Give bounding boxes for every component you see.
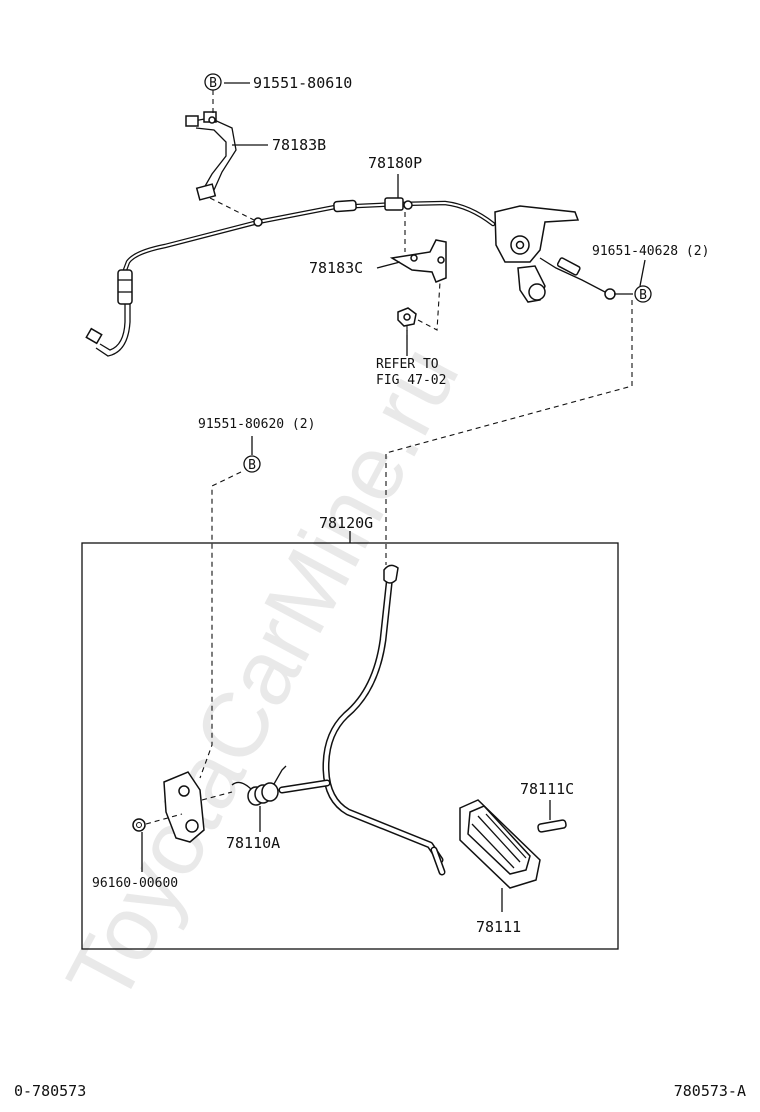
label-78183C: 78183C	[309, 259, 363, 277]
label-78111C: 78111C	[520, 780, 574, 798]
pedal-assembly-78120G	[81, 471, 619, 950]
footer-right-code: 780573-A	[674, 1082, 746, 1100]
label-78111: 78111	[476, 918, 521, 936]
label-78180P: 78180P	[368, 154, 422, 172]
label-91551-80620: 91551-80620 (2)	[198, 417, 315, 432]
label-91651-40628: 91651-40628 (2)	[592, 244, 709, 259]
nut-fastener	[397, 307, 417, 327]
marker-b-3: B	[243, 455, 261, 473]
harness-78183B	[185, 111, 237, 201]
bracket-78183C	[389, 239, 447, 283]
label-78183B: 78183B	[272, 136, 326, 154]
cable-assembly-78180P	[85, 197, 616, 357]
label-96160-00600: 96160-00600	[92, 876, 178, 891]
label-refer-line2: FIG 47-02	[376, 373, 446, 388]
upper-leaders	[224, 82, 646, 356]
label-78110A: 78110A	[226, 834, 280, 852]
marker-b-2: B	[634, 285, 652, 303]
lower-leaders	[141, 436, 551, 912]
label-91551-80610: 91551-80610	[253, 74, 352, 92]
label-refer-line1: REFER TO	[376, 357, 439, 372]
marker-b-1: B	[204, 73, 222, 91]
svg-text:B: B	[209, 76, 217, 91]
label-78120G: 78120G	[319, 514, 373, 532]
footer-left-code: 0-780573	[14, 1082, 86, 1100]
svg-text:B: B	[639, 288, 647, 303]
watermark: ToyotaCarMine.ru	[48, 330, 479, 1019]
svg-text:B: B	[248, 458, 256, 473]
